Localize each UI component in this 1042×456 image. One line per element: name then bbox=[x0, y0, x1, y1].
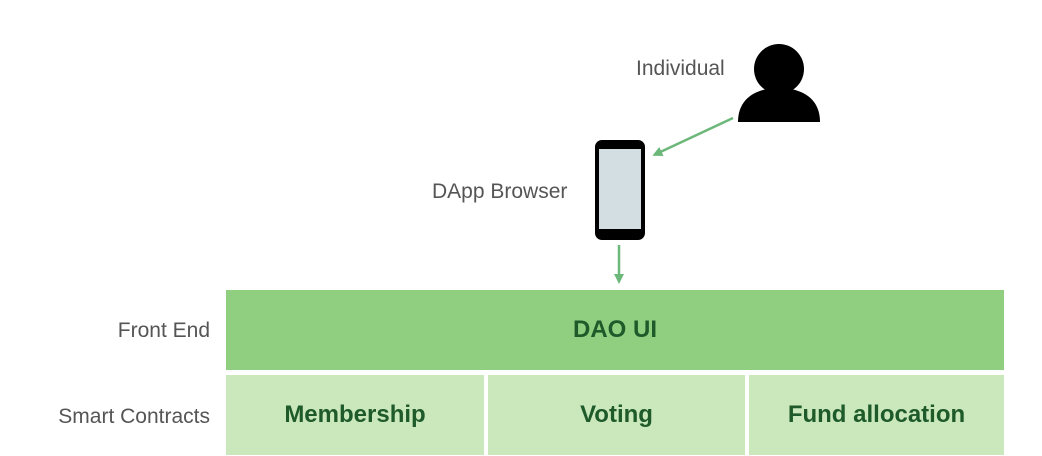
contract-membership: Membership bbox=[226, 375, 484, 455]
smartphone-icon bbox=[595, 140, 645, 240]
smart-contracts-label: Smart Contracts bbox=[58, 405, 210, 428]
arrow-individual-to-browser bbox=[652, 116, 734, 156]
individual-label: Individual bbox=[636, 57, 725, 80]
dapp-browser-label: DApp Browser bbox=[432, 180, 568, 203]
person-icon bbox=[738, 44, 820, 122]
contract-fund-allocation: Fund allocation bbox=[749, 375, 1004, 455]
dao-ui-box bbox=[226, 290, 1004, 370]
contract-voting: Voting bbox=[488, 375, 745, 455]
dao-ui-title: DAO UI bbox=[573, 316, 657, 343]
front-end-label: Front End bbox=[117, 319, 210, 342]
